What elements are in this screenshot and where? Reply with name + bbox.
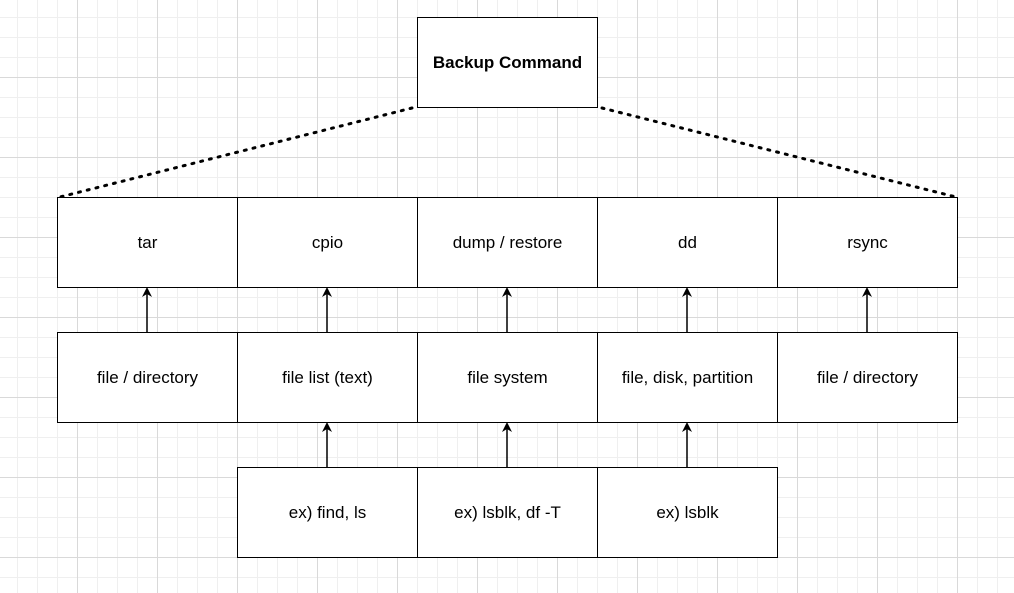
target-label: file / directory: [816, 367, 919, 387]
command-box-dump-restore: dump / restore: [417, 197, 598, 288]
target-box-file-directory: file / directory: [57, 332, 238, 423]
target-label: file, disk, partition: [621, 367, 754, 387]
target-box-file-directory-rsync: file / directory: [777, 332, 958, 423]
target-label: file list (text): [282, 367, 373, 387]
command-label: dump / restore: [452, 232, 563, 252]
command-box-rsync: rsync: [777, 197, 958, 288]
backup-command-box: Backup Command: [417, 17, 598, 108]
target-box-file-disk-partition: file, disk, partition: [597, 332, 778, 423]
backup-command-label: Backup Command: [432, 52, 583, 72]
command-label: tar: [137, 232, 158, 252]
dotted-connector-left: [58, 106, 414, 199]
command-box-cpio: cpio: [237, 197, 418, 288]
target-box-file-system: file system: [417, 332, 598, 423]
command-label: dd: [678, 232, 697, 252]
example-box-lsblk-df: ex) lsblk, df -T: [417, 467, 598, 558]
target-box-file-list: file list (text): [237, 332, 418, 423]
dotted-connector-right: [600, 106, 958, 199]
example-label: ex) lsblk, df -T: [454, 502, 561, 522]
target-label: file system: [467, 367, 548, 387]
command-label: rsync: [847, 232, 888, 252]
command-box-dd: dd: [597, 197, 778, 288]
example-box-lsblk: ex) lsblk: [597, 467, 778, 558]
command-label: cpio: [311, 232, 344, 252]
example-box-find-ls: ex) find, ls: [237, 467, 418, 558]
example-label: ex) lsblk: [656, 502, 719, 522]
command-box-tar: tar: [57, 197, 238, 288]
target-label: file / directory: [96, 367, 199, 387]
example-label: ex) find, ls: [288, 502, 367, 522]
